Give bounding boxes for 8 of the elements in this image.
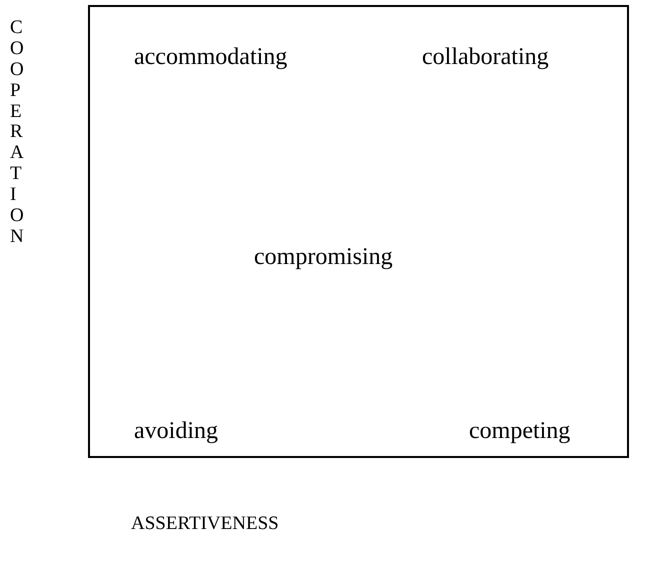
axis-label: ASSERTIVENESS bbox=[131, 512, 279, 536]
quadrant-frame bbox=[88, 5, 629, 458]
mode-label: accommodating bbox=[134, 45, 288, 69]
mode-label: competing bbox=[469, 419, 570, 443]
mode-label: compromising bbox=[254, 245, 393, 269]
mode-label: collaborating bbox=[422, 45, 549, 69]
mode-label: avoiding bbox=[134, 419, 218, 443]
axis-label: COOPERATION bbox=[10, 18, 25, 248]
